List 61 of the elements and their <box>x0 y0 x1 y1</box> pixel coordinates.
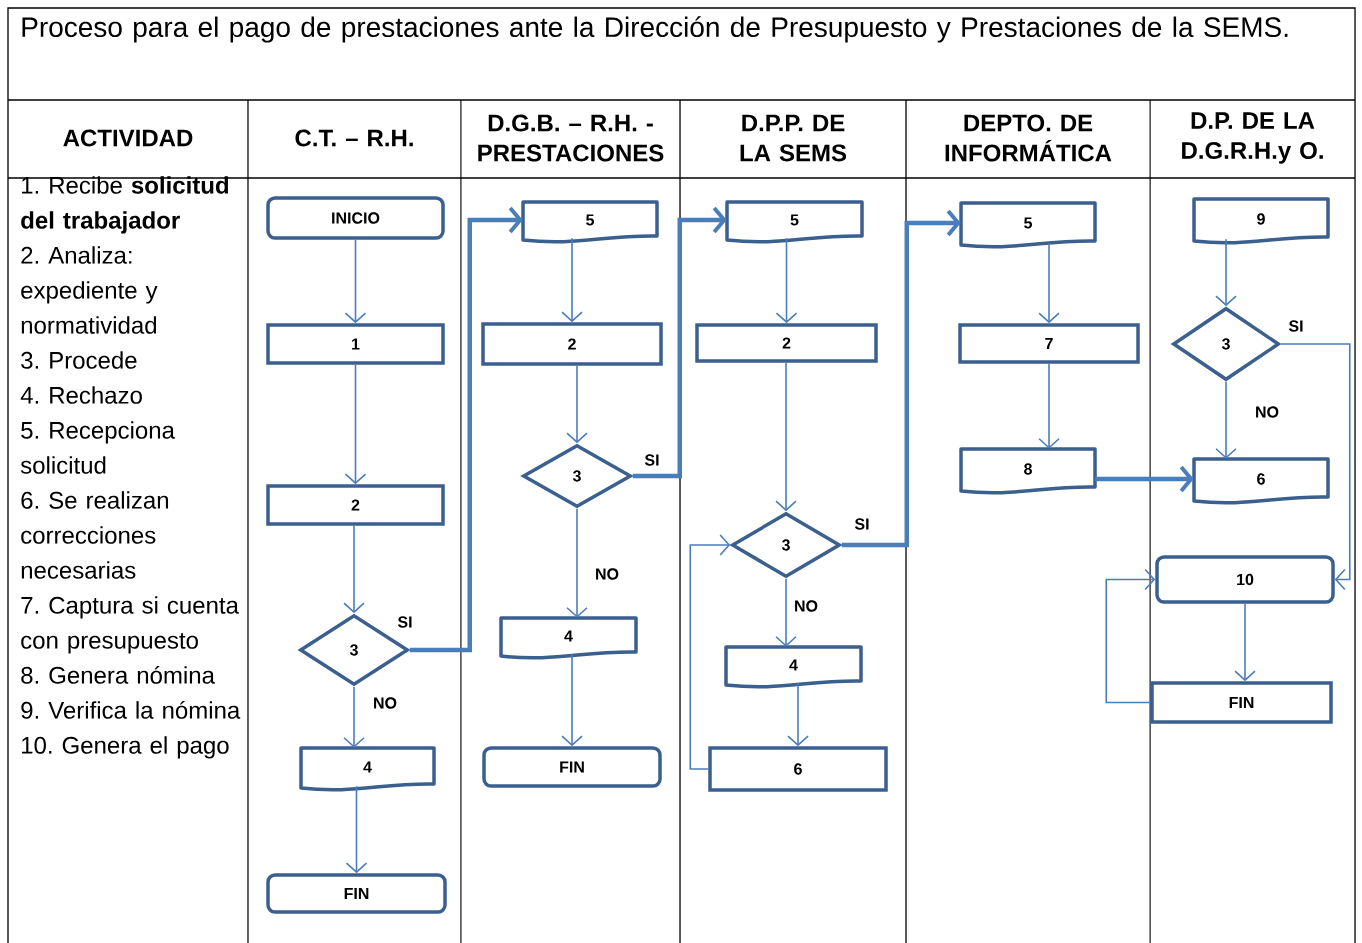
process-box: 7 <box>958 323 1140 364</box>
process-box: 2 <box>695 323 878 363</box>
arrow <box>566 364 588 444</box>
activity-item: 1. Recibe solicitud del trabajador <box>21 176 229 234</box>
column-header: D.G.B. – R.H. - PRESTACIONES <box>478 114 664 162</box>
activity-item: 5. Recepciona solicitud <box>20 421 175 474</box>
edge-label: NO <box>1256 406 1279 418</box>
arrow <box>787 682 809 747</box>
arrow <box>561 653 583 747</box>
edge-label: SI <box>854 518 869 530</box>
activity-item: 9. Verifica la nómina <box>21 700 241 719</box>
terminal-box: FIN <box>266 873 447 914</box>
arrow <box>775 361 797 512</box>
activity-item: 2. Analiza: expediente y normatividad <box>21 246 158 334</box>
arrow <box>689 534 731 770</box>
arrow <box>1215 238 1237 307</box>
arrow <box>841 209 961 548</box>
terminal-box: 10 <box>1155 555 1335 604</box>
column-header: D.P. DE LA D.G.R.H.y O. <box>1182 112 1323 164</box>
column-header: DEPTO. DE INFORMÁTICA <box>945 114 1112 162</box>
activity-item: 8. Genera nómina <box>21 665 215 684</box>
edge-label: NO <box>596 568 619 580</box>
edge-label: NO <box>795 600 818 612</box>
arrow <box>343 685 365 748</box>
arrow <box>343 524 365 614</box>
arrow <box>344 238 367 324</box>
process-box: FIN <box>1150 681 1333 724</box>
arrow <box>1215 380 1237 459</box>
arrow <box>775 237 798 324</box>
arrow <box>632 206 727 479</box>
terminal-box: INICIO <box>266 196 445 240</box>
arrow <box>1038 362 1060 449</box>
column-header: ACTIVIDAD <box>63 129 193 147</box>
activity-item: 3. Procede <box>21 351 137 369</box>
arrow <box>409 206 523 653</box>
edge-label: SI <box>644 454 659 466</box>
process-box: 2 <box>266 484 445 526</box>
activity-item: 10. Genera el pago <box>22 736 229 759</box>
process-box: 2 <box>481 322 663 366</box>
arrow <box>1038 242 1060 324</box>
arrow <box>775 577 797 647</box>
column-header: D.P.P. DE LA SEMS <box>740 114 847 162</box>
edge-label: SI <box>1288 320 1303 332</box>
activity-item: 4. Rechazo <box>20 386 142 404</box>
arrow <box>1234 602 1256 682</box>
column-header: C.T. – R.H. <box>295 129 413 147</box>
process-box: 6 <box>708 746 888 792</box>
process-box: 1 <box>266 323 445 365</box>
title: Proceso para el pago de prestaciones ante la Dirección de Presupuesto y Prestaciones de la SEMS. <box>22 16 1288 43</box>
activity-item: 6. Se realizan correcciones necesarias <box>21 491 169 579</box>
arrow <box>345 785 368 874</box>
arrow <box>344 363 367 485</box>
arrow <box>561 237 583 323</box>
arrow <box>1095 465 1194 493</box>
arrow <box>1105 568 1156 704</box>
edge-label: SI <box>397 616 412 628</box>
edge-label: NO <box>374 697 397 709</box>
arrow <box>1279 343 1351 591</box>
arrow <box>566 507 588 618</box>
terminal-box: FIN <box>482 746 662 788</box>
activity-item: 7. Captura si cuenta con presupuesto <box>21 596 239 654</box>
